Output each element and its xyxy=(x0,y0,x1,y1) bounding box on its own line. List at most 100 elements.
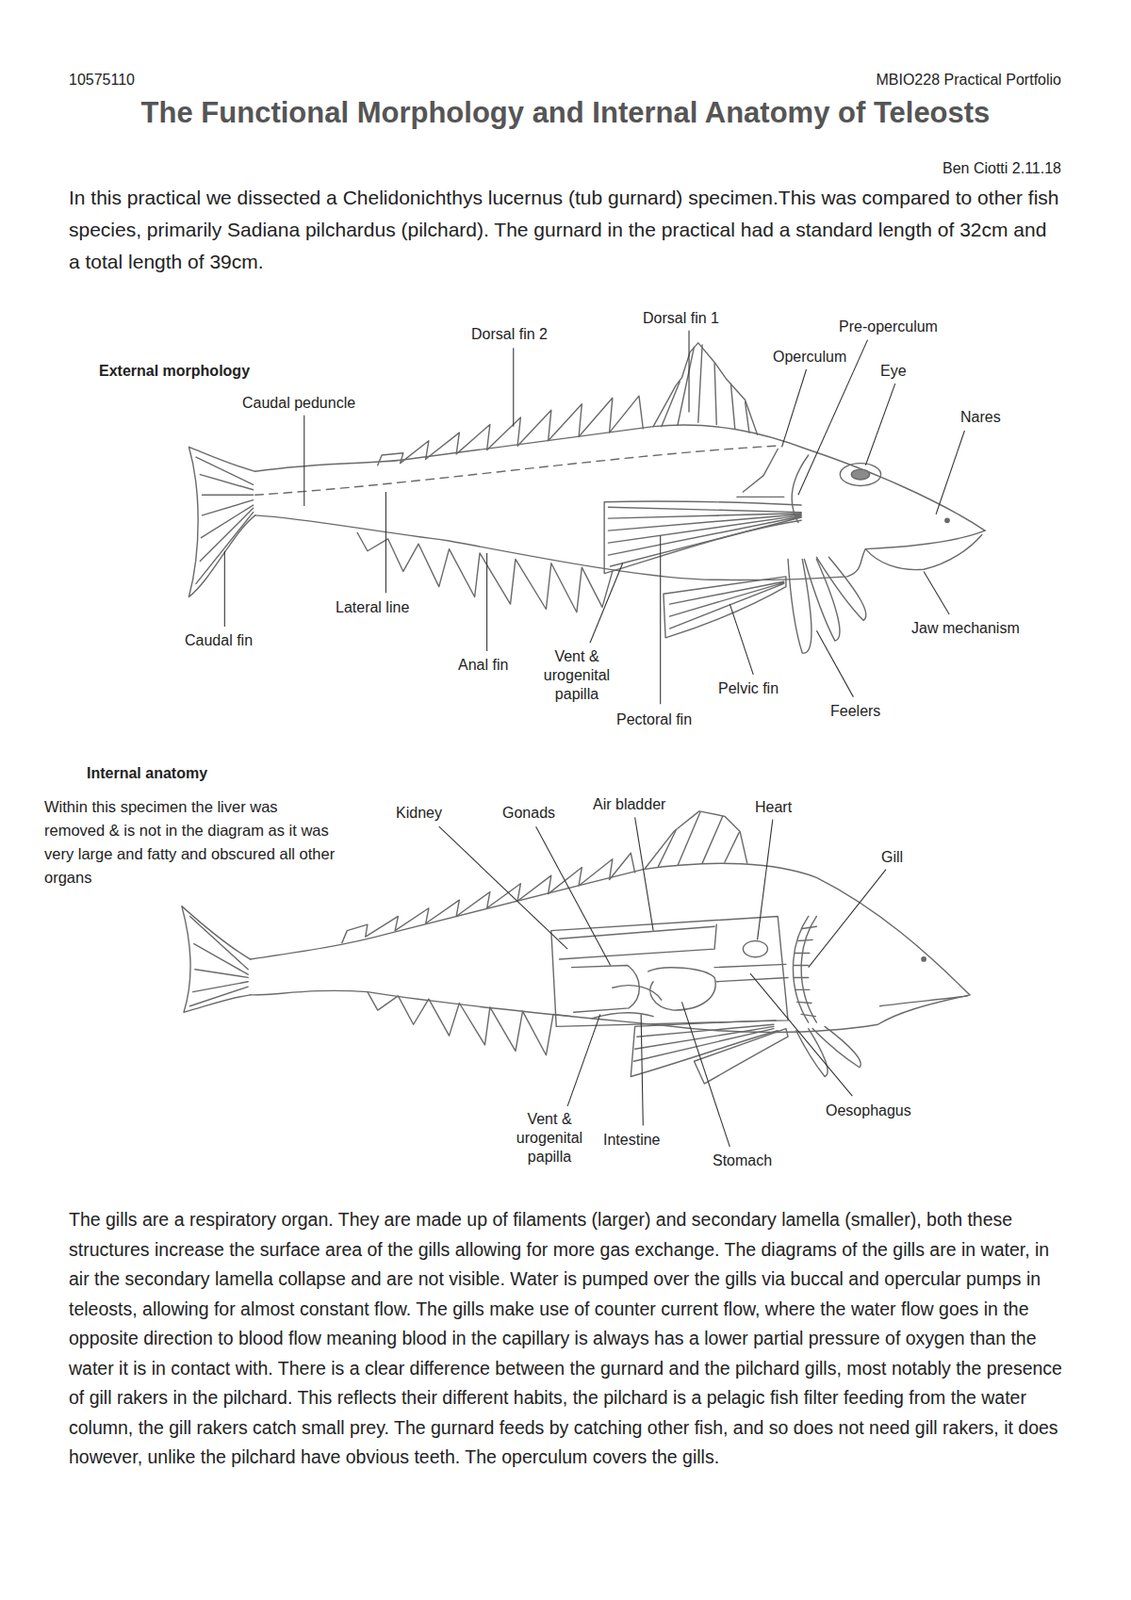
text-slot: Operculum xyxy=(772,347,847,366)
leader-line xyxy=(688,330,689,413)
part-label: Pectoral fin xyxy=(616,710,692,729)
text-slot: External morphology xyxy=(98,361,250,380)
part-label: Anal fin xyxy=(458,655,509,674)
leader-line xyxy=(512,347,514,427)
pupil xyxy=(851,469,869,480)
caudal-fin xyxy=(188,446,255,597)
part-label: Caudal peduncle xyxy=(242,393,356,412)
pre-operculum xyxy=(791,455,809,523)
leader-line xyxy=(808,869,886,968)
dorsal-fin-1 xyxy=(644,811,747,869)
leader-line xyxy=(439,826,568,950)
part-label: Stomach xyxy=(712,1151,772,1170)
text-slot: The gills are a respiratory organ. They … xyxy=(68,1205,1063,1474)
text-slot: Jaw mechanism xyxy=(911,619,1020,638)
text-slot: Lateral line xyxy=(335,598,410,617)
leader-line xyxy=(729,604,754,675)
part-label: Heart xyxy=(754,798,792,817)
text-slot: Heart xyxy=(754,798,792,817)
leader-line xyxy=(782,369,807,447)
part-label: Eye xyxy=(880,361,907,380)
intestine xyxy=(591,985,662,1019)
leader-line xyxy=(536,826,611,966)
text-slot: Pectoral fin xyxy=(616,710,692,729)
module-code: MBIO228 Practical Portfolio xyxy=(875,70,1062,89)
text-slot: Ben Ciotti 2.11.18 xyxy=(942,159,1062,178)
leader-line xyxy=(303,415,305,507)
text-slot: In this practical we dissected a Chelido… xyxy=(68,181,1063,279)
text-slot: Intestine xyxy=(603,1131,660,1149)
text-slot: Feelers xyxy=(830,702,881,721)
student-id: 10575110 xyxy=(68,70,135,89)
kidney-air-bladder xyxy=(559,924,718,960)
dorsal-fin-1-spines xyxy=(661,344,750,433)
jaw xyxy=(865,534,982,570)
leader-line xyxy=(935,430,965,515)
text-slot: Pelvic fin xyxy=(718,679,779,698)
leader-line xyxy=(640,1014,643,1126)
leader-line xyxy=(590,563,623,643)
intro-paragraph: In this practical we dissected a Chelido… xyxy=(68,181,1063,279)
part-label: Oesophagus xyxy=(825,1101,912,1120)
part-label: Intestine xyxy=(603,1131,660,1149)
feeler xyxy=(812,1026,861,1067)
caudal-rays xyxy=(189,916,248,1006)
part-label: Pre-operculum xyxy=(838,317,938,336)
naris xyxy=(921,957,926,962)
eye xyxy=(839,463,881,487)
gill-arch xyxy=(792,916,817,1023)
leader-line xyxy=(635,817,654,931)
body-outline xyxy=(255,425,985,531)
text-slot: Vent & urogenital papilla xyxy=(533,647,621,705)
part-label: Operculum xyxy=(772,347,847,366)
part-label: Dorsal fin 2 xyxy=(471,325,548,344)
leader-line xyxy=(816,630,853,697)
feeler xyxy=(796,1029,828,1078)
gill-filaments xyxy=(794,926,818,1017)
leader-line xyxy=(757,819,773,941)
part-label: Vent & urogenital papilla xyxy=(506,1110,593,1167)
text-slot: Caudal peduncle xyxy=(242,393,356,412)
body-outline xyxy=(249,990,969,1033)
pectoral-fin xyxy=(604,501,802,574)
body-cavity xyxy=(551,916,788,1027)
text-slot: 10575110 xyxy=(68,70,135,89)
text-slot: Pre-operculum xyxy=(838,317,938,336)
stomach xyxy=(648,967,716,1011)
section-heading: External morphology xyxy=(98,361,250,380)
leader-line xyxy=(567,1014,601,1106)
part-label: Gonads xyxy=(502,803,556,822)
text-slot: Vent & urogenital papilla xyxy=(506,1110,593,1167)
gonad xyxy=(571,965,640,1013)
text-slot: Caudal fin xyxy=(184,631,253,650)
leader-line xyxy=(923,571,950,614)
leader-line xyxy=(750,973,853,1097)
pelvic-rays xyxy=(669,581,784,629)
text-slot: Air bladder xyxy=(592,795,666,814)
author-date: Ben Ciotti 2.11.18 xyxy=(942,159,1062,178)
section-heading: Internal anatomy xyxy=(86,764,208,783)
part-label: Kidney xyxy=(395,803,443,822)
feeler xyxy=(816,557,866,621)
pelvic-fin xyxy=(663,576,787,639)
dorsal-fin-1-spines xyxy=(658,812,740,867)
dorsal-fin-1 xyxy=(653,343,757,435)
text-slot: Dorsal fin 1 xyxy=(642,309,720,328)
heart xyxy=(742,940,768,957)
part-label: Vent & urogenital papilla xyxy=(533,647,621,705)
leader-line xyxy=(681,1001,730,1148)
part-label: Jaw mechanism xyxy=(911,619,1020,638)
text-slot: Anal fin xyxy=(458,655,509,674)
leader-line xyxy=(486,553,488,652)
part-label: Feelers xyxy=(830,702,881,721)
caudal-fin xyxy=(181,906,251,1014)
oesophagus xyxy=(714,964,788,982)
pelvic-fin xyxy=(693,1029,788,1084)
text-slot: Eye xyxy=(880,361,907,380)
leader-line xyxy=(865,383,895,466)
text-slot: Oesophagus xyxy=(825,1101,912,1120)
note: Within this specimen the liver was remov… xyxy=(44,795,341,890)
mouth xyxy=(880,996,968,1007)
text-slot: Gill xyxy=(881,848,903,867)
text-slot: Within this specimen the liver was remov… xyxy=(44,795,341,890)
